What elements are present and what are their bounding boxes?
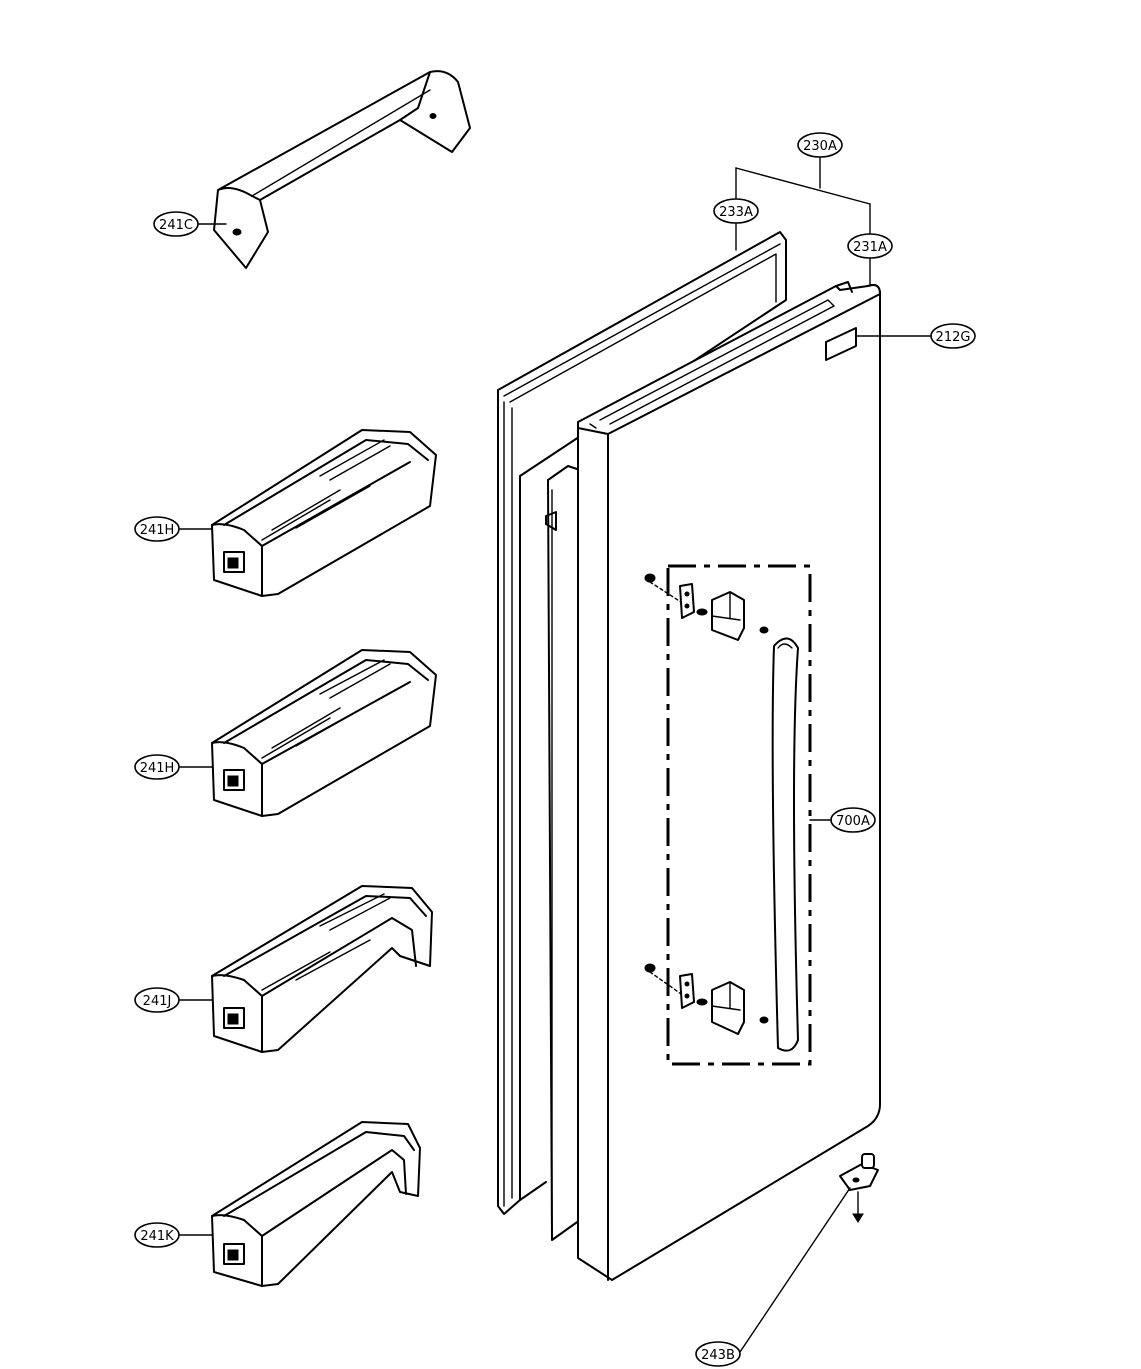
svg-text:231A: 231A [853,240,887,255]
callout-700a: 700A [830,807,876,833]
callout-231a: 231A [847,233,893,259]
svg-text:241H: 241H [140,761,175,776]
svg-text:241J: 241J [143,994,172,1009]
callout-230a: 230A [797,132,843,158]
svg-text:241C: 241C [159,218,193,233]
leader-lines [179,155,931,1353]
callout-241k: 241K [134,1222,180,1248]
dairy-bar-cap [213,70,471,269]
door-inner-liner [545,465,581,1241]
door-bin-241h-upper [211,429,437,597]
callout-233a: 233A [713,198,759,224]
handle-upper-bracket [644,573,769,641]
svg-text:700A: 700A [836,814,870,829]
callout-241h-lower: 241H [134,754,180,780]
door-handle-assembly [644,564,812,1066]
callout-212g: 212G [930,323,976,349]
door-bin-241h-lower [211,649,437,817]
svg-text:212G: 212G [936,330,971,345]
callout-243b: 243B [695,1341,741,1367]
lower-hinge [839,1153,879,1223]
refrigerator-door-panel [577,281,881,1281]
callout-241h-upper: 241H [134,516,180,542]
door-bin-241k [211,1121,421,1287]
svg-text:233A: 233A [719,205,753,220]
door-gasket [497,231,787,1215]
svg-text:241K: 241K [140,1229,174,1244]
door-bin-241j [211,885,433,1053]
handle-lower-bracket [644,963,769,1035]
svg-text:241H: 241H [140,523,175,538]
svg-text:243B: 243B [701,1348,735,1363]
callout-241c: 241C [153,211,199,237]
callout-241j: 241J [134,987,180,1013]
svg-text:230A: 230A [803,139,837,154]
